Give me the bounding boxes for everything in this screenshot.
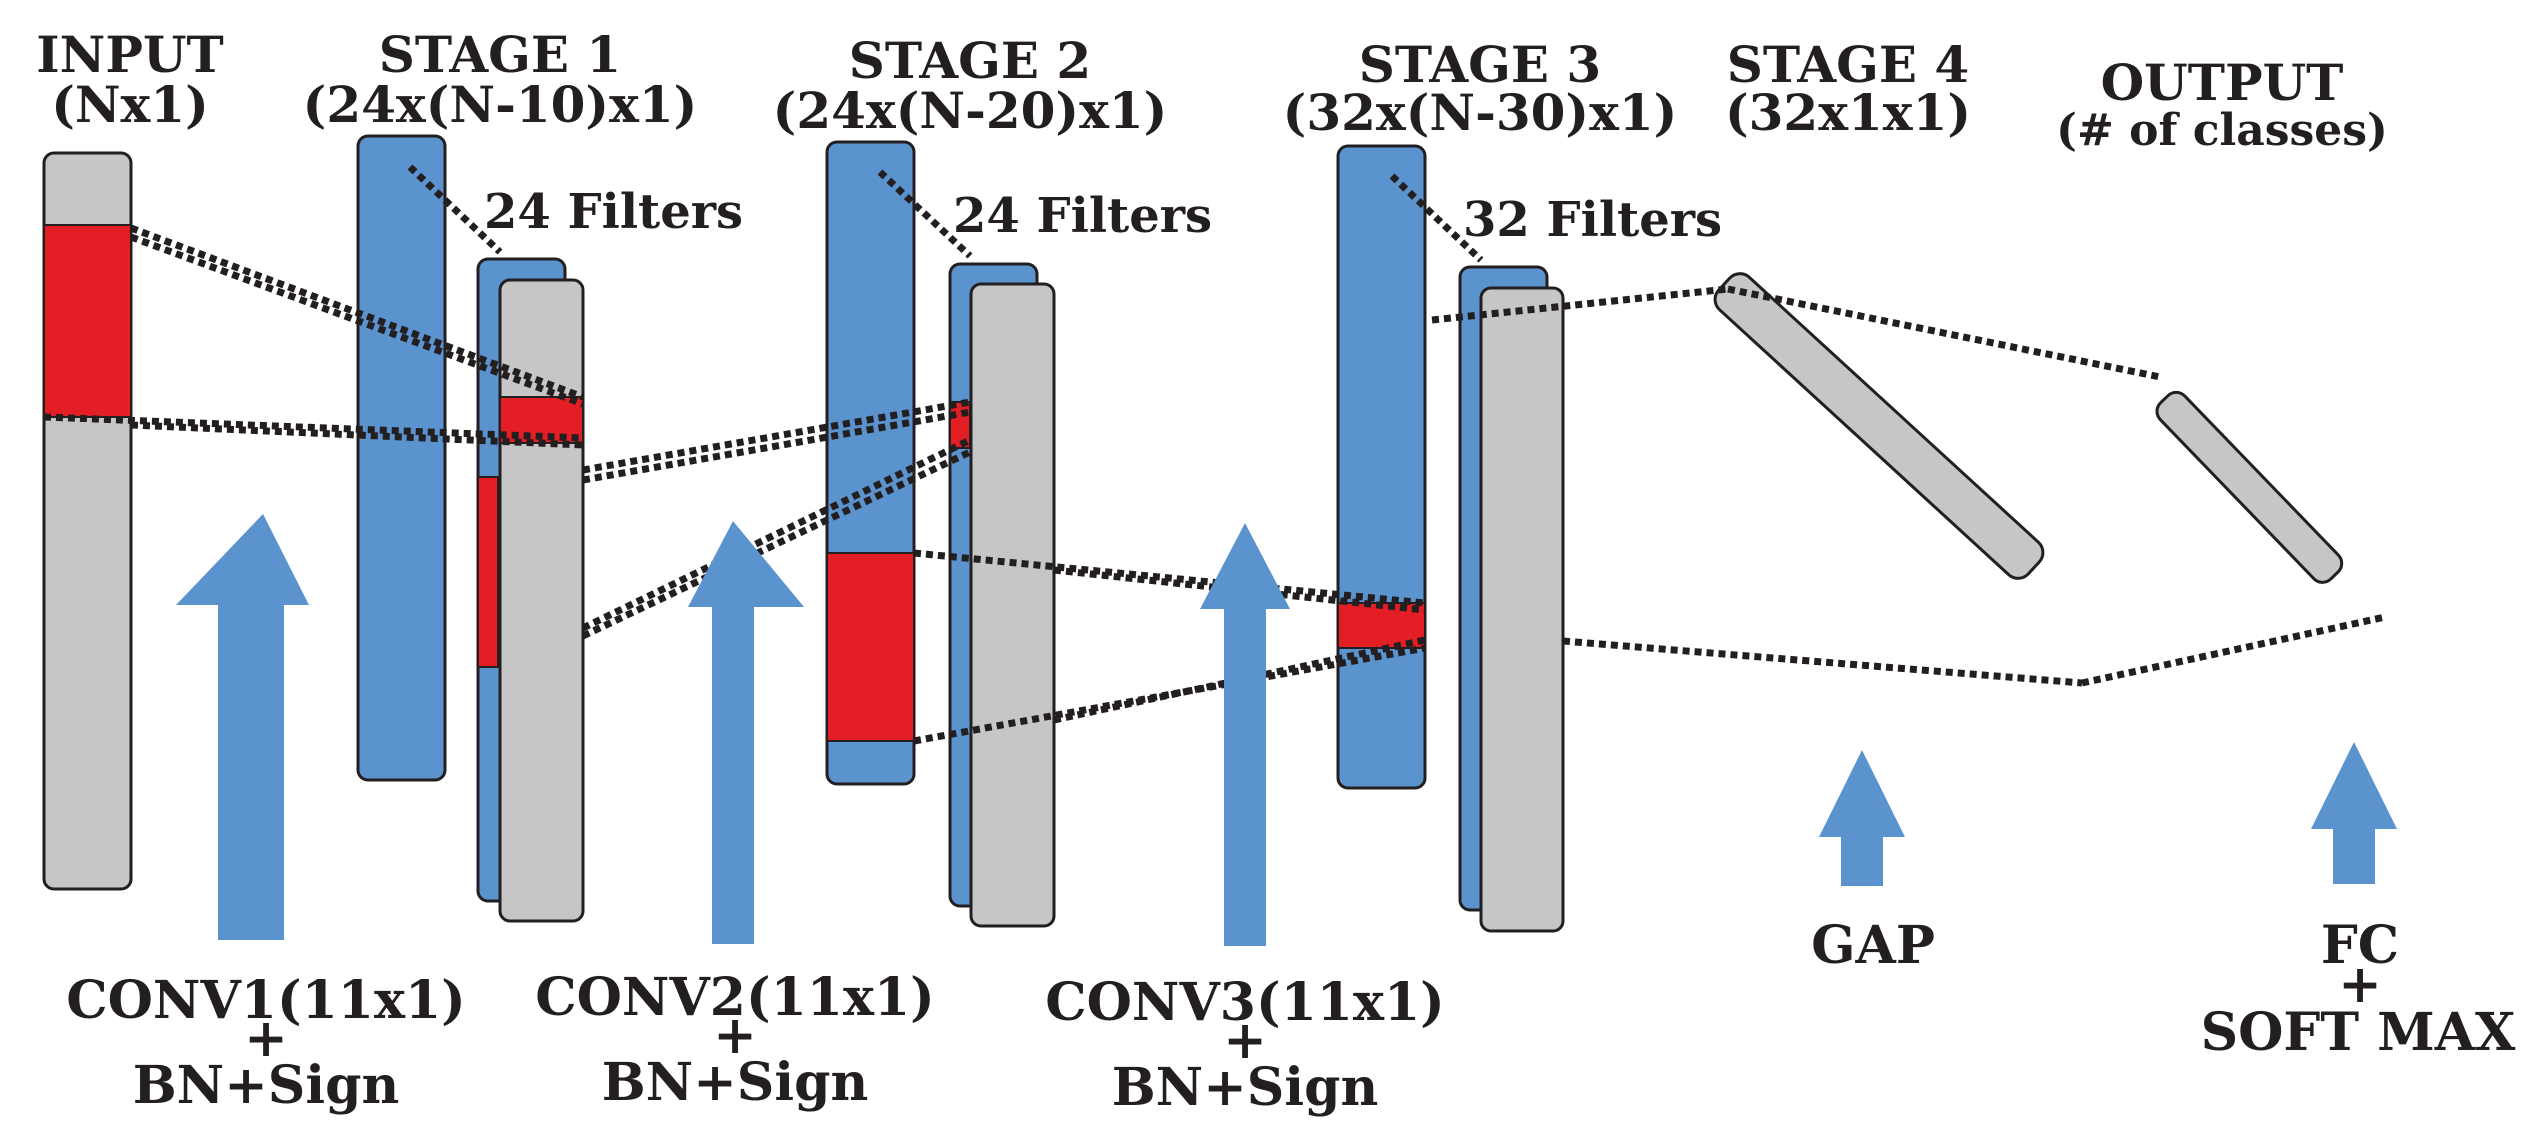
header-stage2-title: STAGE 2 [849, 31, 1091, 90]
conn-stage2-stage3-d [1053, 636, 1426, 724]
arrow-fc [2311, 742, 2397, 884]
header-stage3-title: STAGE 3 [1359, 35, 1601, 94]
conn-input-stage1-bottom-b [130, 421, 584, 449]
op-conv3: CONV3(11x1) + BN+Sign [1045, 972, 1445, 1118]
stage2-feature-front [969, 282, 1056, 928]
conn-stage4-output-bottom [2081, 613, 2386, 687]
arrow-conv1-icon [176, 514, 309, 940]
arrow-conv1 [176, 514, 309, 940]
header-input-title: INPUT [36, 25, 224, 84]
output-vector [2155, 390, 2344, 584]
op-fc-line1: FC [2321, 915, 2399, 976]
stage3-feature-front [1479, 286, 1565, 933]
op-gap: GAP [1811, 915, 1935, 976]
stage3-filters-label: 32 Filters [1463, 192, 1722, 248]
op-conv1-line2: + [244, 1008, 288, 1069]
header-stage2-sub: (24x(N-20)x1) [773, 81, 1168, 140]
conn-input-stage1-top-b [129, 233, 585, 408]
arrow-conv3-icon [1200, 523, 1290, 946]
conn-input-stage1-bottom-a [43, 413, 584, 442]
op-conv3-line1: CONV3(11x1) [1045, 972, 1445, 1033]
stage1-filters-label: 24 Filters [484, 184, 743, 240]
arrow-conv2-icon [688, 521, 804, 944]
conn-input-stage1-top-a [129, 224, 585, 401]
stage2-filters-label: 24 Filters [953, 188, 1212, 244]
header-output-sub: (# of classes) [2056, 105, 2388, 156]
conn-stage1-stage2-b [582, 408, 971, 484]
conn-stage2-stage3-a [913, 549, 1426, 607]
stage3-filter-back [1336, 144, 1427, 790]
header-stage4: STAGE 4 (32x1x1) [1725, 35, 1971, 142]
arrow-conv3 [1200, 523, 1290, 946]
header-output: OUTPUT (# of classes) [2056, 53, 2388, 156]
op-conv2-line1: CONV2(11x1) [535, 967, 935, 1028]
header-stage3-sub: (32x(N-30)x1) [1283, 83, 1678, 142]
stage4-gap-vector [1713, 272, 2045, 580]
header-stage2: STAGE 2 (24x(N-20)x1) [773, 31, 1168, 140]
header-stage4-title: STAGE 4 [1727, 35, 1969, 94]
op-conv1: CONV1(11x1) + BN+Sign [66, 970, 466, 1116]
arrow-fc-icon [2311, 742, 2397, 884]
conn-stage1-filters-label [407, 164, 503, 255]
stage1-feature-front [498, 278, 585, 923]
connection-lines [43, 164, 2386, 745]
header-stage1: STAGE 1 (24x(N-10)x1) [303, 25, 698, 134]
op-conv2-line2: + [713, 1005, 757, 1066]
stage1-kernel-window-lower [477, 476, 499, 668]
conn-stage4-output-top [1727, 285, 2161, 381]
op-conv3-line2: + [1223, 1010, 1267, 1071]
input-kernel-window [43, 224, 132, 418]
arrow-gap-icon [1819, 750, 1905, 886]
header-stage4-sub: (32x1x1) [1725, 83, 1971, 142]
op-conv3-line3: BN+Sign [1112, 1057, 1379, 1118]
op-fc-line2: + [2338, 954, 2382, 1015]
header-input: INPUT (Nx1) [36, 25, 224, 134]
op-fc-line3: SOFT MAX [2201, 1002, 2516, 1063]
conn-stage2-filters-label [877, 169, 973, 259]
op-conv2-line3: BN+Sign [602, 1052, 869, 1113]
op-fc: FC + SOFT MAX [2201, 915, 2516, 1063]
arrow-conv2 [688, 521, 804, 944]
conn-stage1-stage2-a [582, 398, 971, 474]
conn-stage2-stage3-c [913, 644, 1426, 745]
stage2-kernel-window-lower [826, 552, 915, 742]
conn-stage3-filters-label [1389, 173, 1484, 263]
op-conv1-line1: CONV1(11x1) [66, 970, 466, 1031]
conn-stage3-stage4-bottom [1562, 637, 2083, 687]
header-stage3: STAGE 3 (32x(N-30)x1) [1283, 35, 1678, 142]
arrow-gap [1819, 750, 1905, 886]
stage1-filter-back [356, 134, 447, 782]
header-output-title: OUTPUT [2101, 53, 2344, 112]
header-stage1-sub: (24x(N-10)x1) [303, 75, 698, 134]
header-stage1-title: STAGE 1 [379, 25, 621, 84]
op-gap-line1: GAP [1811, 915, 1935, 976]
header-input-sub: (Nx1) [51, 75, 209, 134]
conn-stage3-stage4-top [1431, 285, 1729, 324]
op-conv1-line3: BN+Sign [133, 1055, 400, 1116]
op-conv2: CONV2(11x1) + BN+Sign [535, 967, 935, 1113]
